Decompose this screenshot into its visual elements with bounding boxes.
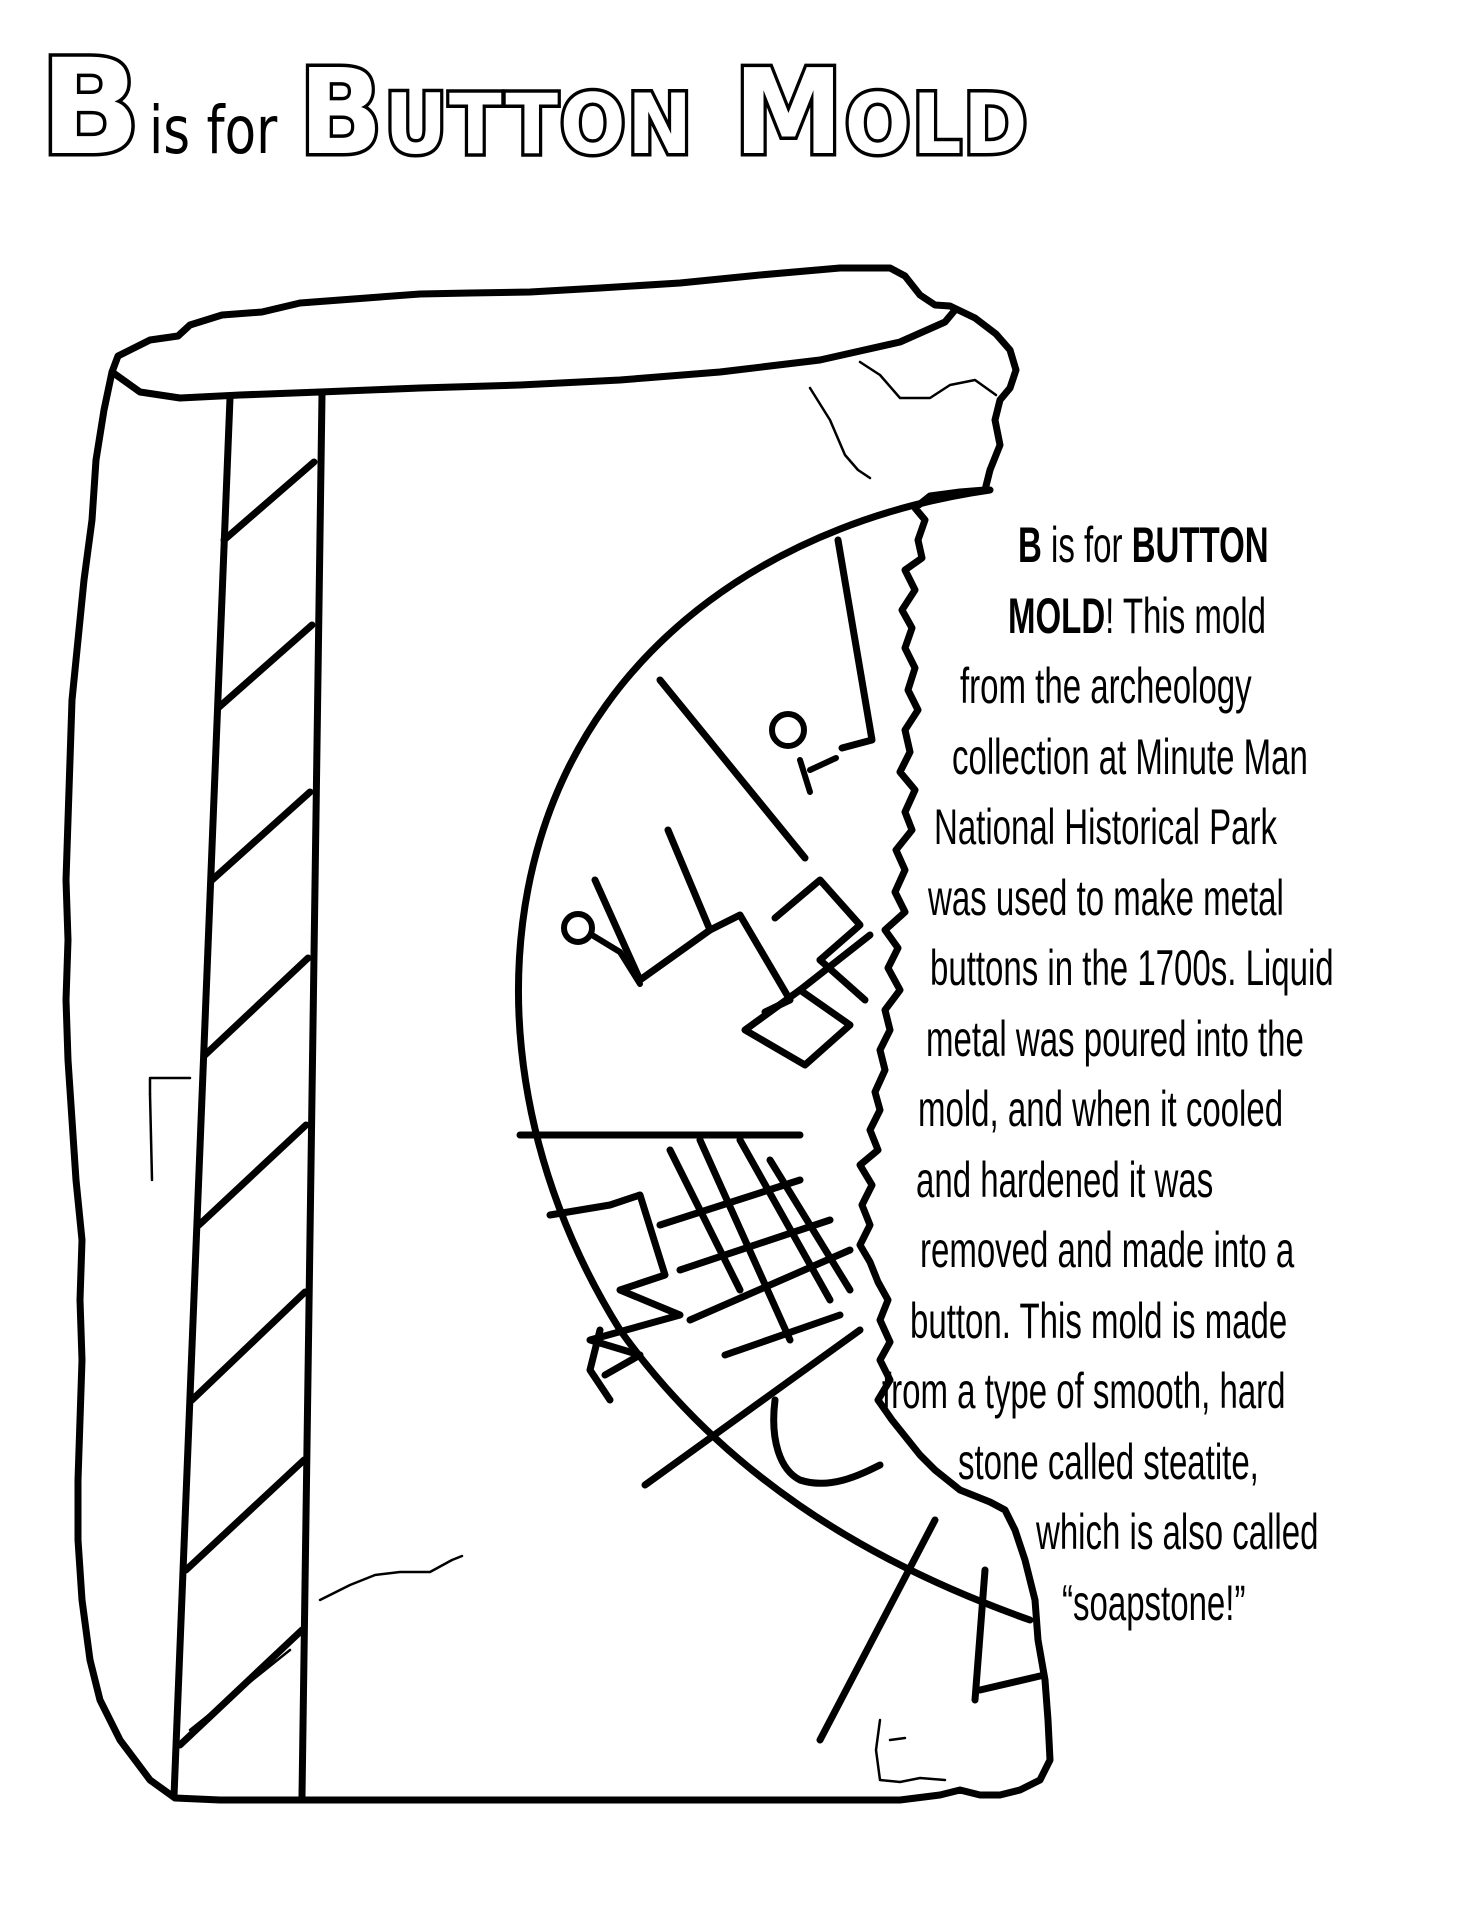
mold-keyhole-top	[769, 711, 807, 749]
mold-grid-upper	[741, 876, 874, 1069]
text-line-3: from the archeology	[960, 658, 1252, 714]
top-face-edge	[108, 306, 959, 402]
mold-keyhole-top-stem	[797, 757, 813, 795]
text-line-8: metal was poured into the	[926, 1010, 1304, 1067]
text-line-2: MOLD! This mold	[1008, 581, 1280, 652]
mold-keyhole-left	[561, 911, 595, 945]
mold-radial-dividers	[516, 676, 1044, 1744]
side-band-left	[170, 394, 234, 1800]
lead-subject-2: MOLD	[1008, 587, 1106, 644]
mold-zigzag-tail	[586, 1326, 614, 1404]
text-line-4: collection at Minute Man	[952, 728, 1308, 785]
mold-inner-ring	[834, 536, 876, 752]
text-line-2-rest: ! This mold	[1105, 587, 1266, 644]
title-letter: B	[37, 31, 145, 185]
mold-keyhole-top-stem2	[807, 755, 839, 773]
mold-grid-lower	[656, 1136, 854, 1359]
mold-keyhole-left-stem	[589, 932, 643, 987]
mold-half-disc	[515, 486, 1034, 1624]
text-line-7: buttons in the 1700s. Liquid	[930, 940, 1334, 996]
stone-cracks	[148, 360, 998, 1784]
text-line-11: removed and made into a	[920, 1222, 1295, 1278]
text-line-12: button. This mold is made	[910, 1292, 1288, 1349]
description-text: B is for BUTTON MOLD! This mold from the…	[860, 510, 1420, 1638]
text-line-14: stone called steatite,	[958, 1433, 1259, 1490]
mold-chip-lower	[770, 1396, 884, 1487]
text-line-6: was used to make metal	[928, 869, 1284, 926]
text-line-9: mold, and when it cooled	[918, 1081, 1284, 1137]
side-band-right	[298, 391, 326, 1800]
mold-u-channel	[591, 826, 714, 984]
lead-subject-1: BUTTON	[1131, 517, 1269, 573]
lead-is-for: is for	[1051, 517, 1123, 573]
text-line-1: B is for BUTTON	[1018, 510, 1283, 581]
mold-u-channel-link	[706, 911, 794, 1016]
text-line-13: from a type of smooth, hard	[882, 1363, 1286, 1419]
text-line-15: which is also called	[1036, 1504, 1319, 1560]
lead-letter: B	[1018, 517, 1042, 573]
mold-zigzag-channel	[546, 1191, 684, 1379]
text-line-10: and hardened it was	[916, 1151, 1214, 1208]
band-hatching	[176, 458, 318, 1749]
text-line-5: National Historical Park	[934, 799, 1277, 855]
title-is-for: is for	[148, 92, 277, 169]
text-line-16: “soapstone!”	[1062, 1574, 1246, 1631]
title-subject: Button Mold	[296, 40, 1031, 185]
stone-outline	[62, 264, 1054, 1804]
